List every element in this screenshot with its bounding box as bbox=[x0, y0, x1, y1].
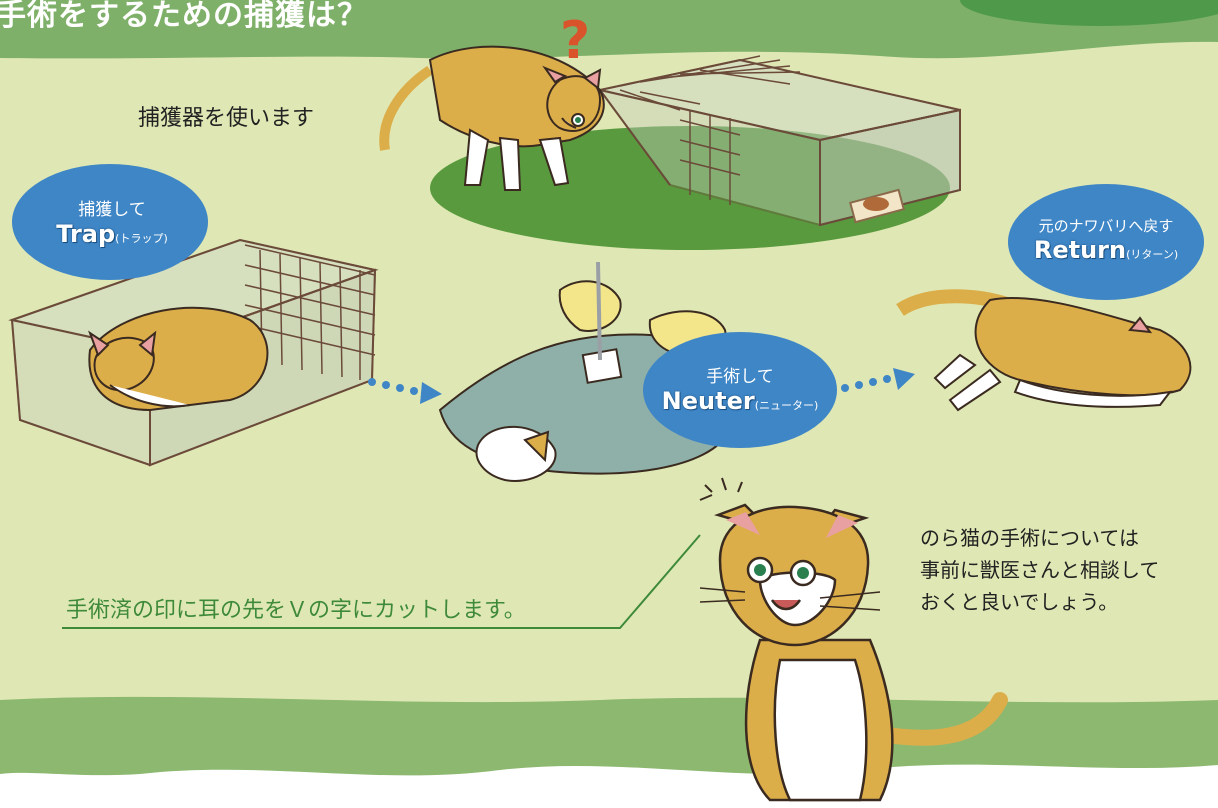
trap-en: Trap bbox=[56, 220, 116, 248]
trap-kana: (トラップ) bbox=[115, 232, 168, 245]
trap-method-text: 捕獲器を使います bbox=[138, 106, 315, 131]
page-title: 手術をするための捕獲は？ bbox=[0, 0, 368, 33]
cat-running bbox=[896, 289, 1192, 412]
arrow-neuter-to-return bbox=[841, 368, 915, 392]
return-en: Return bbox=[1033, 236, 1127, 264]
cat-sniffing bbox=[379, 45, 605, 191]
vet-note-line-1: のら猫の手術については bbox=[920, 526, 1139, 550]
neuter-kana: (ニューター) bbox=[754, 399, 819, 412]
cat-sitting bbox=[699, 503, 1008, 802]
return-kana: (リターン) bbox=[1126, 248, 1179, 261]
neuter-jp: 手術して bbox=[706, 367, 774, 387]
ear-cut-note: 手術済の印に耳の先をＶの字にカットします。 bbox=[66, 598, 526, 623]
vet-note-line-3: おくと良いでしょう。 bbox=[920, 590, 1119, 614]
neuter-en: Neuter bbox=[661, 387, 755, 415]
bubble-return bbox=[1008, 184, 1204, 300]
vet-note-line-2: 事前に獣医さんと相談して bbox=[920, 558, 1160, 582]
return-jp: 元のナワバリへ戻す bbox=[1038, 217, 1174, 235]
bubble-neuter-label: 手術して Neuter(ニューター) bbox=[650, 362, 830, 415]
question-mark: ? bbox=[560, 11, 590, 71]
bubble-neuter bbox=[643, 332, 837, 448]
bubble-trap-label: 捕獲して Trap(トラップ) bbox=[22, 195, 202, 248]
bubble-return-label: 元のナワバリへ戻す Return(リターン) bbox=[1012, 215, 1200, 264]
attention-lines bbox=[699, 477, 743, 501]
trap-cage-left bbox=[8, 238, 379, 467]
arrow-trap-to-neuter bbox=[368, 378, 442, 404]
bubble-trap bbox=[12, 164, 208, 280]
header-band bbox=[0, 0, 1218, 59]
bottom-band bbox=[0, 696, 1218, 776]
trap-jp: 捕獲して bbox=[78, 200, 146, 220]
vet-note: のら猫の手術については 事前に獣医さんと相談して おくと良いでしょう。 bbox=[920, 522, 1210, 618]
trap-cage-top bbox=[597, 55, 961, 227]
ear-pointer-line bbox=[62, 534, 701, 629]
header-badge bbox=[960, 0, 1218, 26]
